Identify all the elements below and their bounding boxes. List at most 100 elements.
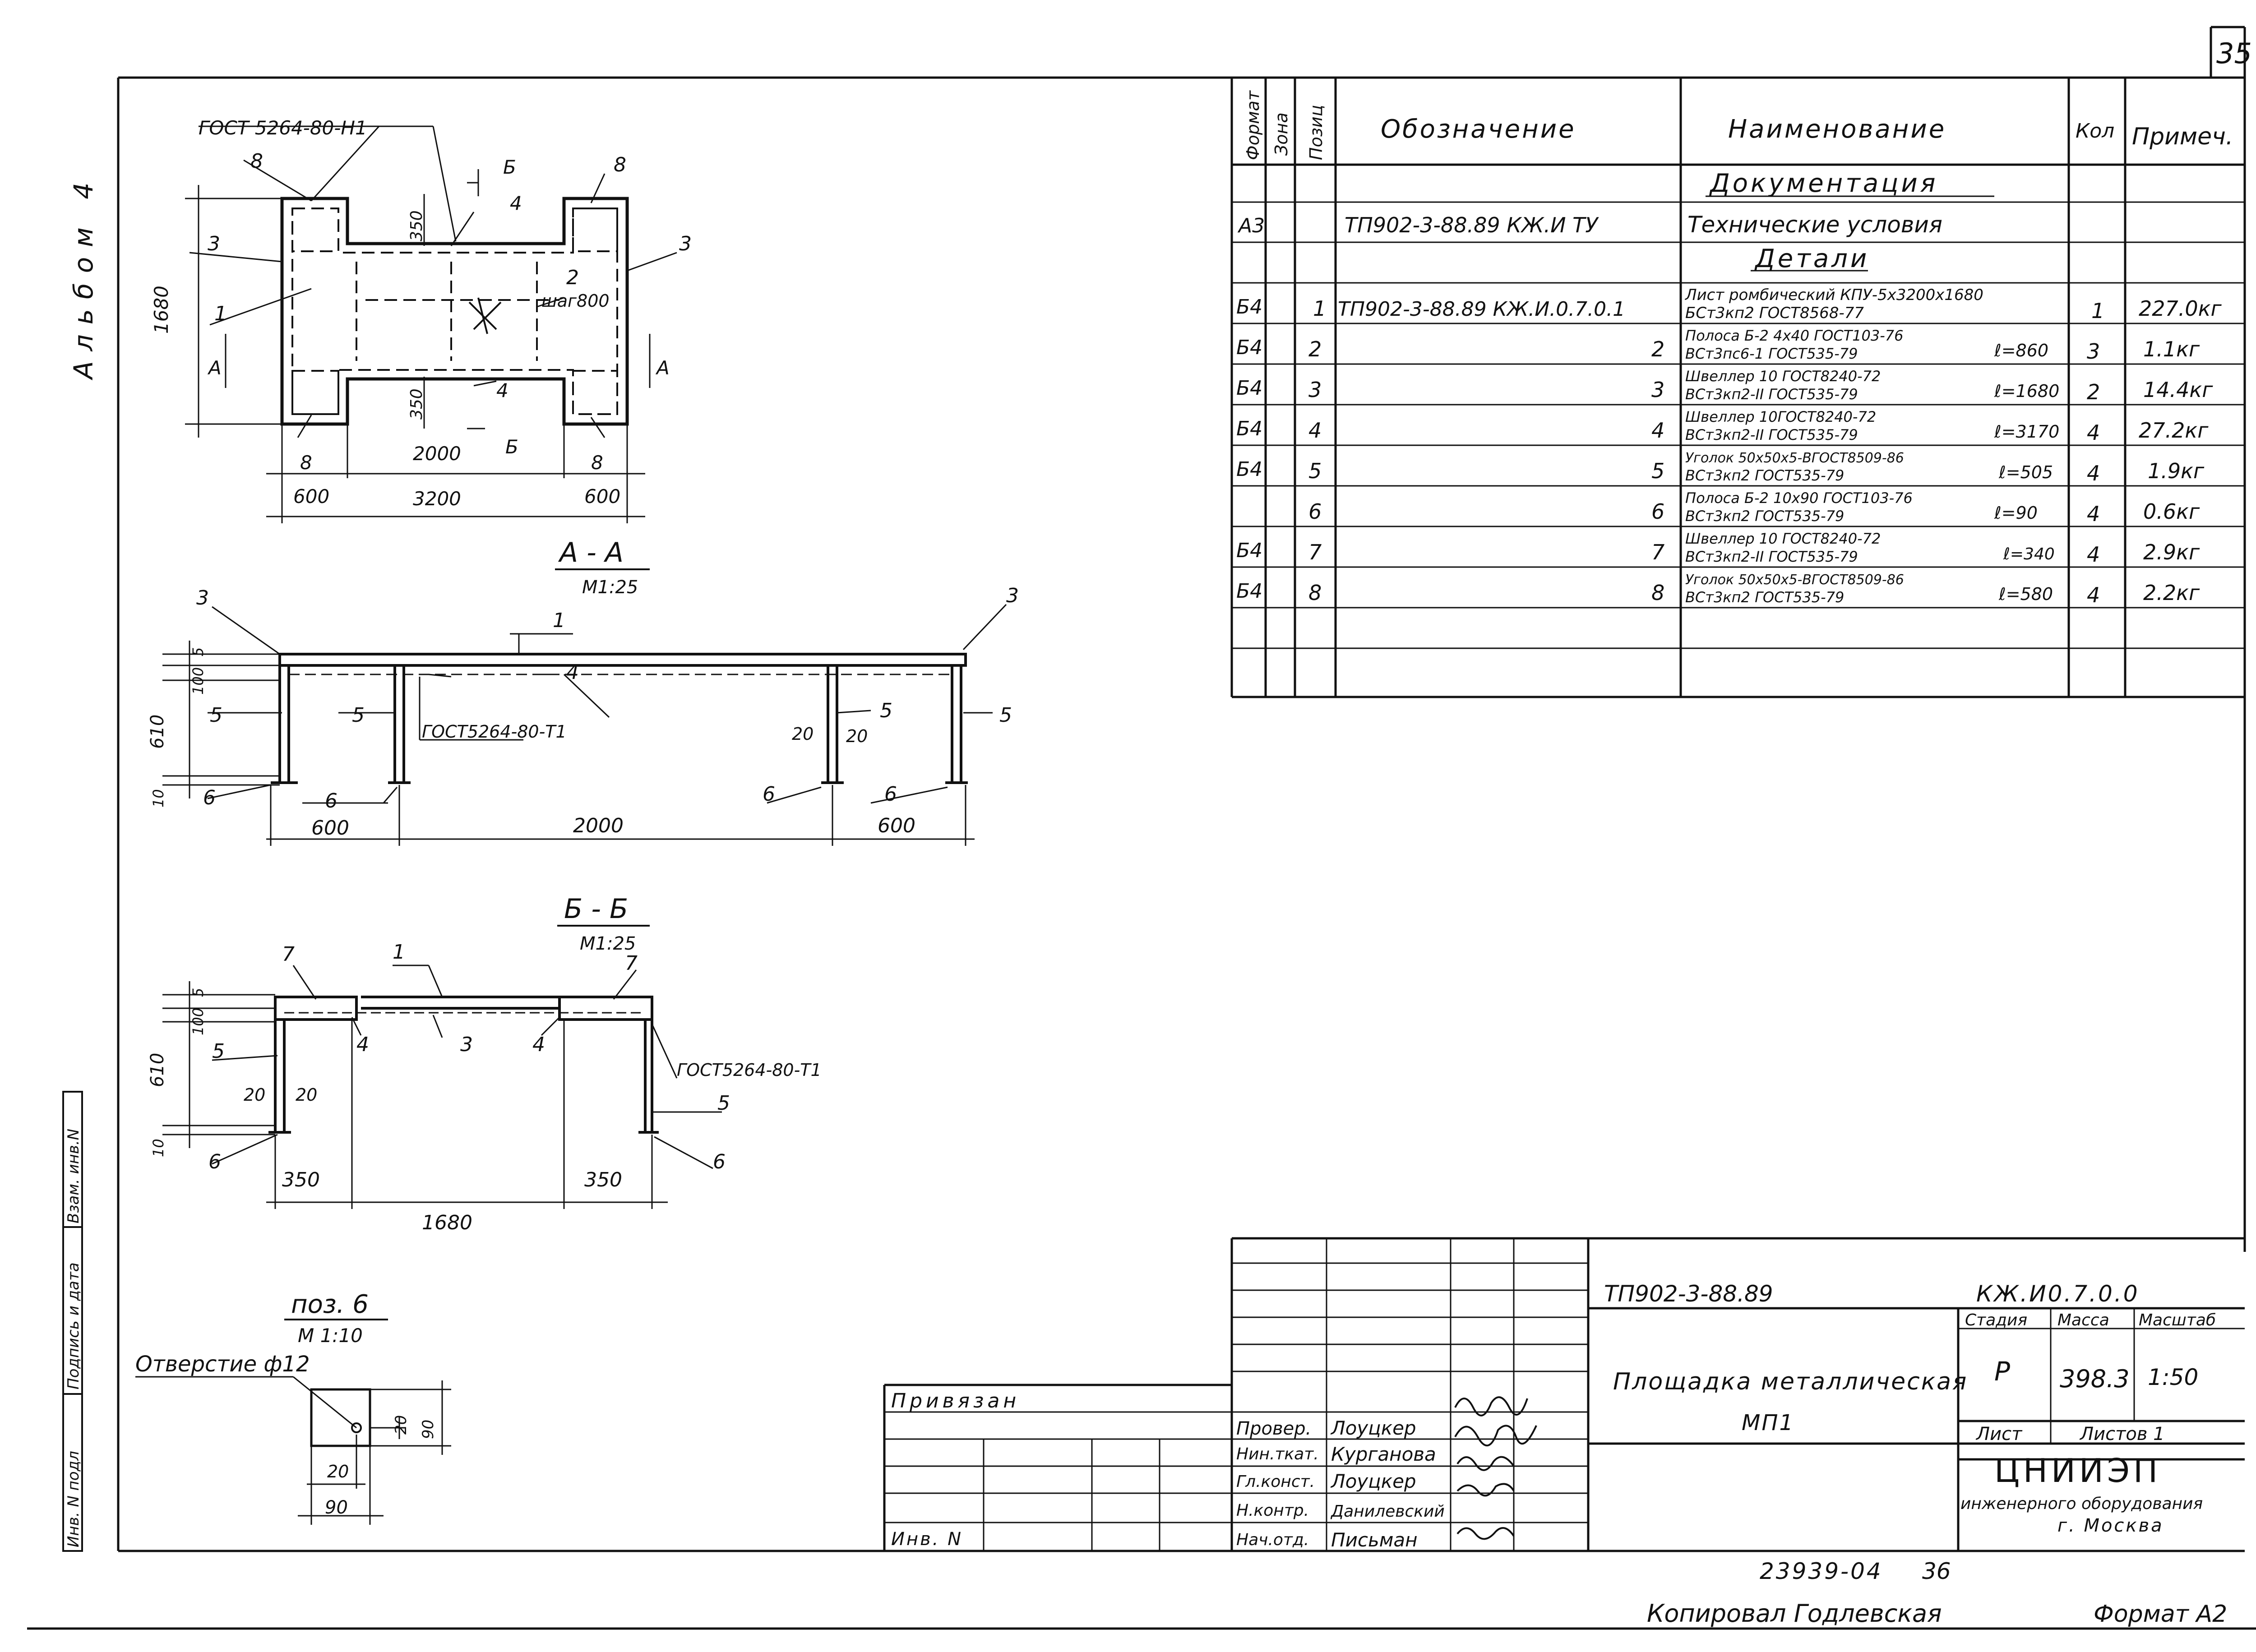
staff-role-1: Провер.: [1236, 1418, 1311, 1439]
tb-mass-label: Масса: [2057, 1311, 2109, 1329]
staff-role-4: Н.контр.: [1236, 1501, 1309, 1520]
row1-format: Б4: [1236, 295, 1262, 318]
tb-sheets-label: Листов 1: [2079, 1424, 2165, 1444]
row4-qty: 4: [2087, 420, 2100, 445]
plan-cut-b-top: Б: [503, 156, 516, 178]
row4-designation: 4: [1651, 418, 1664, 443]
section-aa-pos-5-d: 5: [999, 704, 1012, 727]
spec-row: Б4 7 7 Швеллер 10 ГОСТ8240-72 ВСт3кп2-II…: [1236, 530, 2200, 567]
row5-length: ℓ=505: [1998, 462, 2053, 482]
tb-code: КЖ.И0.7.0.0: [1976, 1281, 2140, 1307]
footer-copied-by: Копировал Годлевская: [1647, 1599, 1942, 1628]
section-bb-pos-6-left: 6: [208, 1150, 221, 1173]
row7-pos: 7: [1308, 540, 1322, 564]
spec-row: Б4 5 5 Уголок 50x50x5-ВГОСТ8509-86 ВСт3к…: [1236, 450, 2205, 485]
title-block: ТП902-3-88.89 КЖ.И0.7.0.0 Площадка метал…: [883, 1237, 2245, 1551]
header-name: Наименование: [1728, 115, 1946, 144]
row6-designation: 6: [1651, 499, 1664, 524]
row2-designation: 2: [1651, 337, 1664, 361]
row1-name-b: БСт3кп2 ГОСТ8568-77: [1685, 304, 1864, 322]
spec-table: Формат Зона Позиц Обозначение Наименован…: [1230, 78, 2246, 698]
plan-pos-8-left: 8: [250, 150, 263, 173]
section-aa-pos-3-left: 3: [196, 586, 209, 609]
row2-pos: 2: [1308, 337, 1322, 361]
row3-qty: 2: [2087, 380, 2100, 404]
row7-format: Б4: [1236, 539, 1262, 562]
section-aa-pos-5-a: 5: [210, 704, 222, 727]
row8-name-a: Уголок 50x50x5-ВГОСТ8509-86: [1685, 572, 1904, 588]
plan-pos-4-bottom: 4: [496, 379, 509, 401]
section-aa-scale: М1:25: [582, 577, 638, 598]
section-aa-pos-6-d: 6: [884, 783, 897, 806]
staff-role-2: Нин.ткат.: [1236, 1445, 1319, 1463]
section-aa-pos-6-a: 6: [203, 786, 216, 809]
staff-role-5: Нач.отд.: [1236, 1531, 1309, 1549]
row8-qty: 4: [2087, 583, 2100, 607]
row1-note: 227.0кг: [2139, 296, 2222, 321]
section-bb-pos-3: 3: [460, 1033, 473, 1056]
stamp-inv-podl: Инв. N подл: [65, 1451, 83, 1547]
section-bb-dim-100: 100: [190, 1008, 207, 1035]
plan-pos-2: 2: [566, 266, 579, 289]
section-aa-dim-100: 100: [190, 667, 207, 695]
row4-pos: 4: [1308, 418, 1322, 443]
section-aa-pos-3-right: 3: [1006, 584, 1019, 607]
spec-row: 6 6 Полоса Б-2 10x90 ГОСТ103-76 ВСт3кп2 …: [1308, 489, 2200, 526]
plan-pos-1: 1: [214, 302, 227, 325]
stamp-podpis-data: Подпись и дата: [65, 1262, 83, 1389]
plan-dim-350-bottom: 350: [407, 388, 426, 420]
row1-designation: ТП902-3-88.89 КЖ.И.0.7.0.1: [1338, 298, 1625, 321]
spec-row: Б4 3 3 Швеллер 10 ГОСТ8240-72 ВСт3кп2-II…: [1236, 368, 2213, 404]
plan-dim-2000: 2000: [413, 443, 461, 465]
row7-name-a: Швеллер 10 ГОСТ8240-72: [1685, 530, 1881, 547]
section-aa: А - А М1:25: [147, 537, 1019, 846]
row4-format: Б4: [1236, 417, 1262, 440]
row8-pos: 8: [1308, 581, 1322, 605]
plan-dim-350-top: 350: [407, 210, 426, 241]
tb-stage-label: Стадия: [1965, 1311, 2027, 1329]
row8-name-b: ВСт3кп2 ГОСТ535-79: [1685, 589, 1844, 606]
section-aa-pos-1: 1: [553, 609, 565, 632]
album-label: Альбом 4: [68, 173, 99, 381]
section-aa-dim-20-a: 20: [792, 724, 814, 744]
section-bb-dim-5: 5: [190, 988, 207, 997]
tb-org-line2: инженерного оборудования: [1960, 1495, 2203, 1513]
section-aa-dim-610: 610: [147, 715, 168, 749]
section-aa-dim-20-b: 20: [846, 726, 868, 746]
row3-designation: 3: [1651, 378, 1664, 402]
header-zone: Зона: [1271, 112, 1291, 156]
tb-title-line2: МП1: [1742, 1410, 1794, 1435]
tb-privyazan: Привязан: [891, 1389, 1020, 1412]
row4-note: 27.2кг: [2139, 418, 2209, 443]
spec-row: Б4 4 4 Швеллер 10ГОСТ8240-72 ВСт3кп2-II …: [1236, 408, 2209, 445]
row5-note: 1.9кг: [2148, 459, 2205, 483]
plan-dim-3200: 3200: [413, 488, 461, 510]
plan-cut-b-bottom: Б: [505, 436, 518, 458]
footer-format: Формат А2: [2094, 1601, 2227, 1628]
row7-qty: 4: [2087, 542, 2100, 567]
section-bb-dim-20-a: 20: [244, 1085, 265, 1105]
row7-name-b: ВСт3кп2-II ГОСТ535-79: [1685, 548, 1858, 565]
row3-name-b: ВСт3кп2-II ГОСТ535-79: [1685, 386, 1858, 403]
plan-dim-600-left: 600: [293, 485, 329, 508]
staff-name-5: Письман: [1331, 1529, 1418, 1551]
row2-length: ℓ=860: [1994, 341, 2048, 360]
row3-format: Б4: [1236, 377, 1262, 400]
section-bb-dim-20-b: 20: [296, 1085, 317, 1105]
header-designation: Обозначение: [1381, 115, 1576, 144]
hole-circle: [351, 1422, 362, 1433]
row2-name-a: Полоса Б-2 4x40 ГОСТ103-76: [1685, 327, 1904, 344]
row3-name-a: Швеллер 10 ГОСТ8240-72: [1685, 368, 1881, 385]
row2-format: Б4: [1236, 336, 1262, 359]
section-parts: Детали: [1754, 244, 1869, 273]
staff-name-1: Лоуцкер: [1330, 1417, 1416, 1439]
section-aa-gost-weld: ГОСТ5264-80-Т1: [422, 722, 567, 742]
staff-role-3: Гл.конст.: [1236, 1472, 1315, 1491]
section-bb-pos-5-right: 5: [717, 1092, 730, 1115]
header-qty: Кол: [2076, 120, 2114, 143]
stamp-vzam-inv: Взам. инв.N: [65, 1129, 83, 1223]
plan-pos-3-right: 3: [679, 232, 692, 255]
section-bb-dim-610: 610: [147, 1053, 168, 1087]
section-aa-pos-6-b: 6: [325, 789, 337, 812]
doc-name: Технические условия: [1687, 212, 1942, 238]
